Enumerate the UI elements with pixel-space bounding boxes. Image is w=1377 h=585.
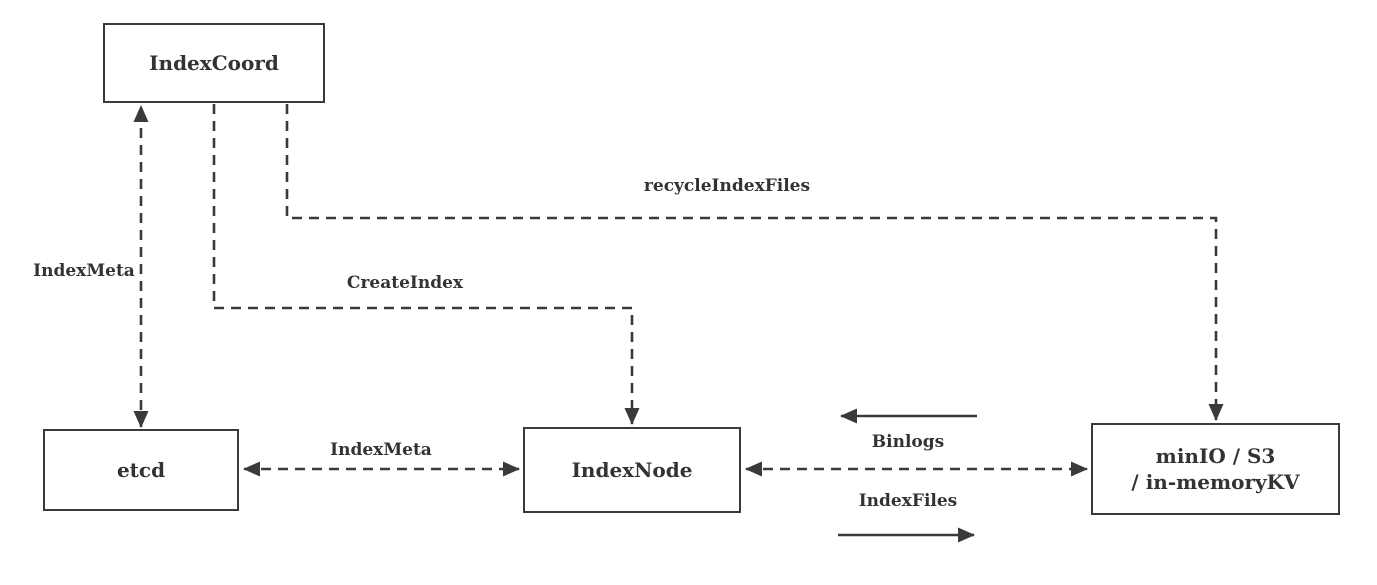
node-indexnode: IndexNode — [523, 427, 741, 513]
node-minio-label-line2: / in-memoryKV — [1131, 470, 1300, 494]
node-minio: minIO / S3 / in-memoryKV — [1091, 423, 1340, 515]
edge-recycleindexfiles — [285, 104, 1224, 421]
edge-label-binlogs: Binlogs — [871, 432, 945, 452]
node-indexcoord: IndexCoord — [103, 23, 325, 103]
edge-label-indexmeta-horizontal: IndexMeta — [330, 440, 432, 460]
edge-createindex — [212, 104, 640, 425]
node-indexnode-label: IndexNode — [571, 457, 693, 482]
edge-label-createindex: CreateIndex — [346, 273, 464, 293]
node-indexcoord-label: IndexCoord — [149, 50, 279, 75]
node-etcd-label: etcd — [116, 457, 166, 482]
edge-label-indexfiles: IndexFiles — [858, 491, 958, 511]
edge-label-indexmeta-vertical: IndexMeta — [33, 261, 135, 281]
edge-label-recycleindexfiles: recycleIndexFiles — [643, 176, 811, 196]
node-minio-label-line1: minIO / S3 — [1155, 443, 1276, 468]
node-etcd: etcd — [43, 429, 239, 511]
